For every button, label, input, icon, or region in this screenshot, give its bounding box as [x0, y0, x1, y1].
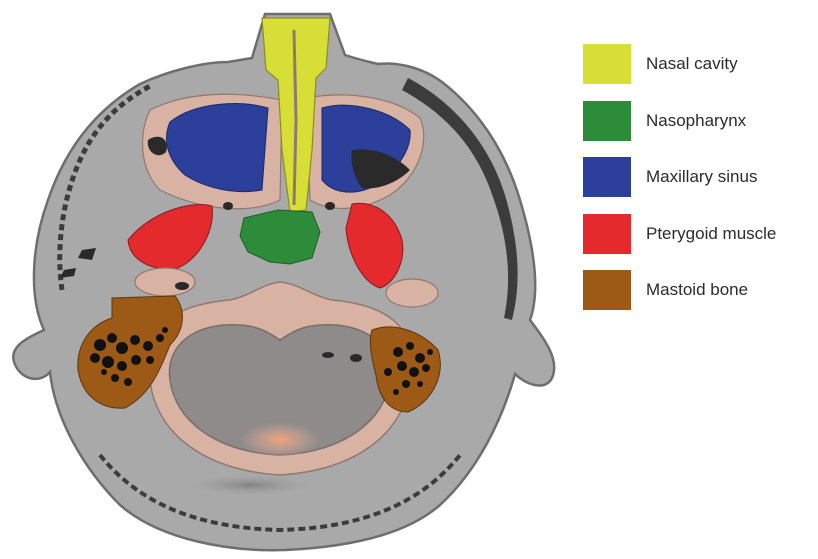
occipital-protuberance	[240, 422, 320, 458]
condyle-right	[386, 279, 438, 307]
legend-label-pterygoid-muscle: Pterygoid muscle	[646, 224, 776, 244]
legend-label-maxillary-sinus: Maxillary sinus	[646, 167, 757, 187]
legend-item-nasopharynx: Nasopharynx	[583, 101, 818, 141]
legend-item-nasal-cavity: Nasal cavity	[583, 44, 818, 84]
legend-swatch-nasal-cavity	[583, 44, 631, 84]
legend-swatch-pterygoid-muscle	[583, 214, 631, 254]
legend-item-mastoid-bone: Mastoid bone	[583, 270, 818, 310]
posterior-shadow	[190, 475, 310, 495]
legend-swatch-nasopharynx	[583, 101, 631, 141]
legend-swatch-maxillary-sinus	[583, 157, 631, 197]
legend-label-mastoid-bone: Mastoid bone	[646, 280, 748, 300]
legend-label-nasal-cavity: Nasal cavity	[646, 54, 738, 74]
legend-item-pterygoid-muscle: Pterygoid muscle	[583, 214, 818, 254]
legend-item-maxillary-sinus: Maxillary sinus	[583, 157, 818, 197]
legend: Nasal cavity Nasopharynx Maxillary sinus…	[583, 44, 818, 327]
condyle-left	[135, 268, 195, 296]
legend-label-nasopharynx: Nasopharynx	[646, 111, 746, 131]
legend-swatch-mastoid-bone	[583, 270, 631, 310]
head-axial-section-diagram	[0, 0, 560, 559]
